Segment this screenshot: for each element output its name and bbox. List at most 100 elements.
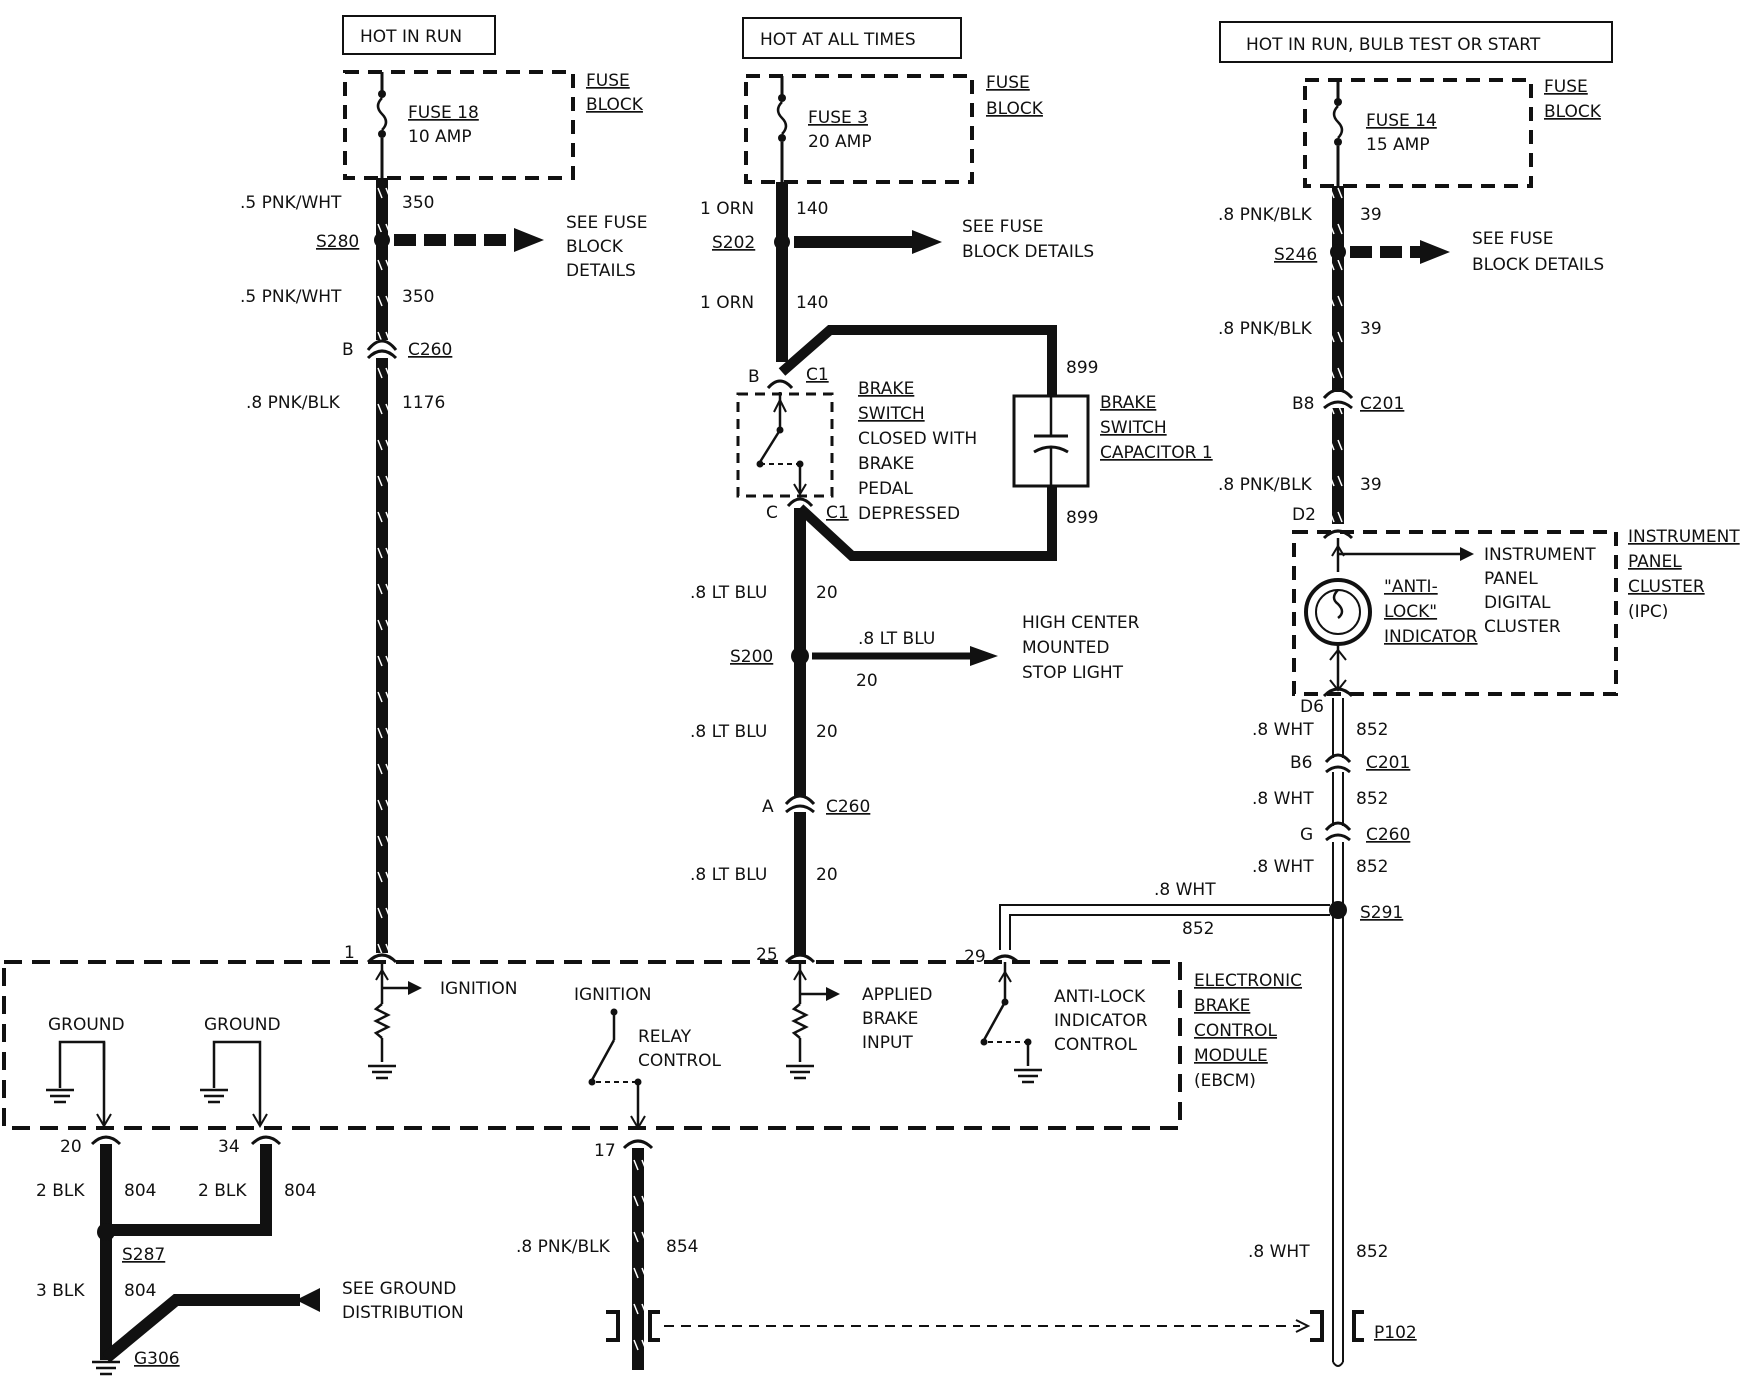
brake-switch-label-2: SWITCH — [858, 404, 925, 424]
wire-label-852-branch: .8 WHT — [1154, 880, 1216, 900]
brake-switch — [736, 379, 834, 508]
ignition-input — [366, 953, 422, 1080]
ebcm-ignition-2: IGNITION — [574, 985, 651, 1005]
circuit-140-bottom: 140 — [796, 293, 828, 313]
ebcm-ground-1: GROUND — [48, 1015, 125, 1035]
capacitor-label-3: CAPACITOR 1 — [1100, 443, 1213, 463]
pin-25: 25 — [756, 945, 778, 965]
ipc-name-2: PANEL — [1628, 552, 1682, 572]
power-source-mid-label: HOT AT ALL TIMES — [760, 30, 916, 50]
relay-switch-icon — [590, 1039, 616, 1081]
ebcm-name-5: (EBCM) — [1194, 1071, 1256, 1091]
wire-label-20-1: .8 LT BLU — [690, 583, 767, 603]
circuit-899-top-wire — [778, 325, 1057, 396]
brake-switch-label-6: DEPRESSED — [858, 504, 960, 524]
splice-s291-dot — [1329, 901, 1347, 919]
ipc-indicator-2: LOCK" — [1384, 602, 1437, 622]
circuit-899-top: 899 — [1066, 358, 1098, 378]
applied-brake-input — [784, 953, 840, 1080]
ebcm-name-3: CONTROL — [1194, 1021, 1278, 1041]
fuse-3-icon — [776, 101, 788, 135]
ebcm-name-4: MODULE — [1194, 1046, 1268, 1066]
circuit-39-2: 39 — [1360, 319, 1382, 339]
high-center-label-2: MOUNTED — [1022, 638, 1109, 658]
ebcm-name-2: BRAKE — [1194, 996, 1250, 1016]
transistor-switch-icon — [982, 1001, 1007, 1041]
circuit-854: 854 — [666, 1237, 698, 1257]
high-center-label-1: HIGH CENTER — [1022, 613, 1140, 633]
connector-c201-lower: C201 — [1366, 753, 1410, 773]
ebcm-relay-1: RELAY — [638, 1027, 692, 1047]
connector-c260-mid: C260 — [826, 797, 870, 817]
circuit-899-bottom: 899 — [1066, 508, 1098, 528]
fuse-14-rating: 15 AMP — [1366, 135, 1430, 155]
power-source-right-label: HOT IN RUN, BULB TEST OR START — [1246, 35, 1541, 55]
ground-20 — [46, 1040, 112, 1128]
circuit-350-bottom: 350 — [402, 287, 434, 307]
circuit-39-3: 39 — [1360, 475, 1382, 495]
fuse-block-left-label-2: BLOCK — [586, 95, 644, 115]
wire-label-804-right: 2 BLK — [198, 1181, 247, 1201]
ipc-name-1: INSTRUMENT — [1628, 527, 1740, 547]
capacitor-label-2: SWITCH — [1100, 418, 1167, 438]
fuse-14-name: FUSE 14 — [1366, 111, 1437, 131]
circuit-852-2: 852 — [1356, 789, 1388, 809]
relay-control — [588, 1008, 646, 1130]
pin-34: 34 — [218, 1137, 240, 1157]
see-fuse-arrow-left — [394, 228, 544, 252]
circuit-20-high-center: 20 — [856, 671, 878, 691]
wire-label-350-top: .5 PNK/WHT — [240, 193, 342, 213]
see-fuse-left-1: SEE FUSE — [566, 213, 647, 233]
brake-switch-label-5: PEDAL — [858, 479, 913, 499]
ebcm-name-1: ELECTRONIC — [1194, 971, 1302, 991]
splice-s202: S202 — [712, 233, 755, 253]
fuse-block-left: FUSE 18 10 AMP FUSE BLOCK — [343, 70, 644, 180]
wire-label-852-2: .8 WHT — [1252, 789, 1314, 809]
connector-c260-b — [366, 339, 398, 360]
splice-s200-dot — [791, 647, 809, 665]
capacitor-label-1: BRAKE — [1100, 393, 1156, 413]
switch-contact-icon — [758, 429, 782, 463]
ground-34 — [200, 1040, 268, 1128]
connector-c201-b8 — [1322, 388, 1354, 410]
ebcm-antilock-1: ANTI-LOCK — [1054, 987, 1146, 1007]
ebcm-applied-2: BRAKE — [862, 1009, 918, 1029]
power-source-mid: HOT AT ALL TIMES — [742, 17, 962, 59]
circuit-20-1: 20 — [816, 583, 838, 603]
splice-s280: S280 — [316, 232, 359, 252]
instrument-panel-cluster — [1292, 529, 1618, 698]
pin-g: G — [1300, 825, 1313, 845]
connector-c1-bottom: C1 — [826, 503, 849, 523]
high-center-label-3: STOP LIGHT — [1022, 663, 1124, 683]
see-fuse-arrow-mid — [794, 230, 942, 254]
see-fuse-mid-1: SEE FUSE — [962, 217, 1043, 237]
ipc-digital-3: DIGITAL — [1484, 593, 1551, 613]
brake-switch-capacitor — [1012, 394, 1090, 488]
pin-17: 17 — [594, 1141, 616, 1161]
ipc-name-3: CLUSTER — [1628, 577, 1705, 597]
splice-s202-dot — [774, 234, 790, 250]
wire-label-140-bottom: 1 ORN — [700, 293, 754, 313]
wire-label-39-1: .8 PNK/BLK — [1218, 205, 1313, 225]
circuit-20-2: 20 — [816, 722, 838, 742]
pin-29: 29 — [964, 947, 986, 967]
ground-icon — [46, 1088, 74, 1104]
circuit-852-3: 852 — [1356, 857, 1388, 877]
ebcm-applied-1: APPLIED — [862, 985, 932, 1005]
fuse-18-name: FUSE 18 — [408, 103, 479, 123]
see-fuse-left-3: DETAILS — [566, 261, 636, 281]
ipc-digital-1: INSTRUMENT — [1484, 545, 1596, 565]
wire-label-39-2: .8 PNK/BLK — [1218, 319, 1313, 339]
brake-switch-label-4: BRAKE — [858, 454, 914, 474]
circuit-20-3: 20 — [816, 865, 838, 885]
pin-1: 1 — [344, 943, 355, 963]
circuit-39-1: 39 — [1360, 205, 1382, 225]
connector-c260-left: C260 — [408, 340, 452, 360]
wire-label-1176: .8 PNK/BLK — [246, 393, 341, 413]
circuit-852-branch — [999, 904, 1330, 950]
pin-b-c260: B — [342, 340, 354, 360]
splice-s200: S200 — [730, 647, 773, 667]
connector-c1-top: C1 — [806, 365, 829, 385]
fuse-block-left-label-1: FUSE — [586, 71, 630, 91]
